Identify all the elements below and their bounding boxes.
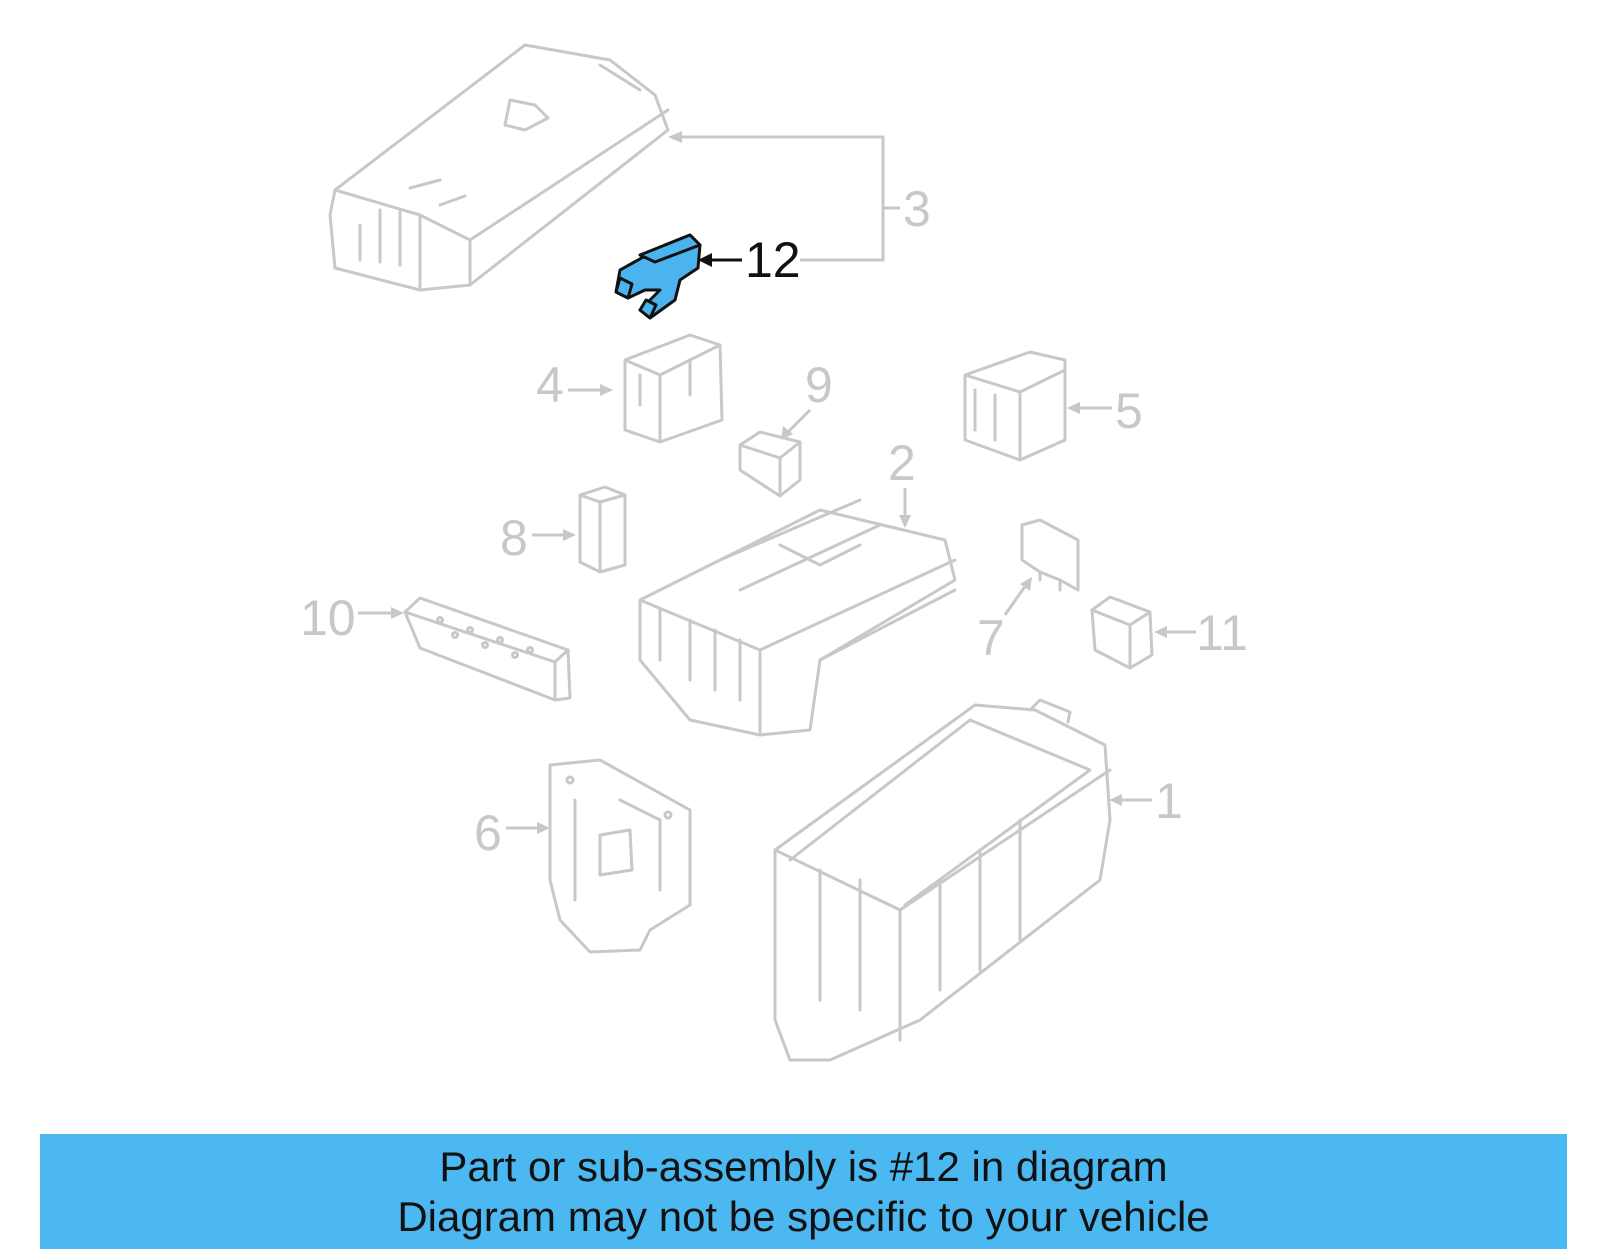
callout-3: 3 [903, 181, 931, 237]
part-10 [403, 596, 572, 702]
part-5 [963, 350, 1067, 462]
info-banner: Part or sub-assembly is #12 in diagram D… [40, 1134, 1567, 1249]
part-2-fuse-block [638, 498, 957, 737]
callout-9: 9 [805, 357, 833, 413]
callout-4: 4 [536, 357, 564, 413]
callout-5: 5 [1115, 383, 1143, 439]
part-11 [1090, 595, 1154, 670]
part-6-bracket [548, 758, 692, 954]
callout-1: 1 [1155, 773, 1183, 829]
banner-line-part-number: Part or sub-assembly is #12 in diagram [439, 1142, 1168, 1190]
part-4 [623, 333, 724, 444]
part-7 [1020, 518, 1080, 592]
part-3-cover [328, 43, 670, 292]
part-9 [738, 430, 802, 498]
callout-11: 11 [1196, 605, 1248, 661]
callout-8: 8 [500, 510, 528, 566]
leader-lines [358, 131, 1196, 834]
part-1-lower-housing [773, 698, 1112, 1062]
banner-line-disclaimer: Diagram may not be specific to your vehi… [397, 1192, 1210, 1240]
callout-12: 12 [745, 232, 801, 288]
callout-7: 7 [977, 610, 1005, 666]
callout-10: 10 [300, 590, 356, 646]
callout-2: 2 [888, 435, 916, 491]
part-8 [578, 485, 627, 574]
part-12-highlighted [614, 233, 702, 320]
callout-6: 6 [474, 805, 502, 861]
